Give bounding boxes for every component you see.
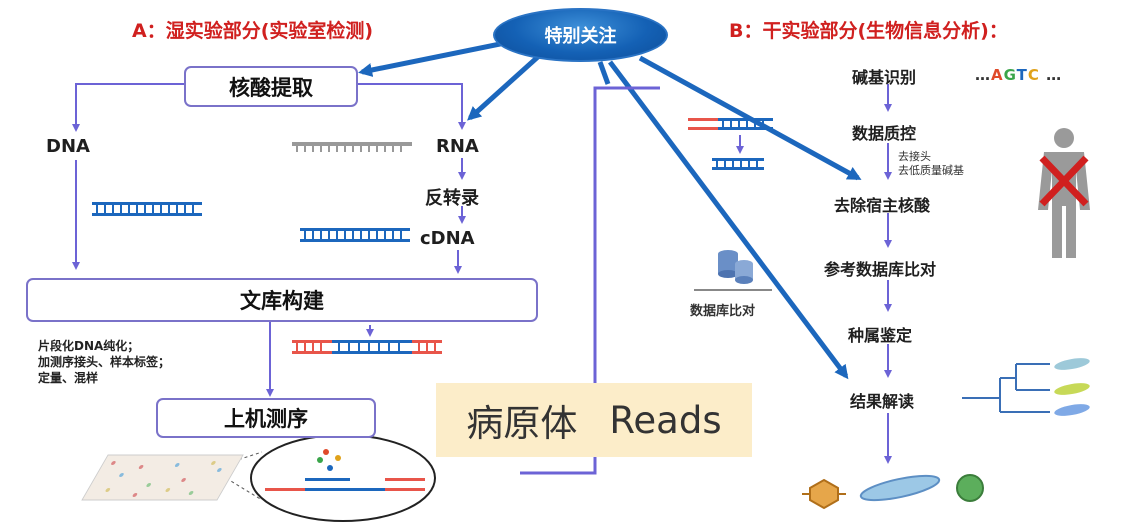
library-note: 片段化DNA纯化； xyxy=(38,339,140,353)
focus-label: 特别关注 xyxy=(544,26,617,47)
host-removed-icon xyxy=(1038,128,1090,258)
library-note: 定量、混样 xyxy=(38,371,99,385)
bacteria-icons xyxy=(802,358,1090,510)
cdna-label: cDNA xyxy=(420,228,475,249)
qc-label: 数据质控 xyxy=(852,124,917,143)
phylogenetic-tree-icon xyxy=(962,363,1050,413)
seq-base-t: T xyxy=(1016,66,1028,84)
pathogen-reads-box: 病原体 Reads xyxy=(436,383,752,457)
library-label: 文库构建 xyxy=(240,289,324,313)
flowcell-chip-icon xyxy=(81,454,244,501)
sequencing-box: 上机测序 xyxy=(156,398,376,438)
extraction-label: 核酸提取 xyxy=(229,75,313,100)
dry-lab-title: B：干实验部分(生物信息分析)： xyxy=(729,20,1008,42)
db-align-label: 参考数据库比对 xyxy=(824,260,937,279)
reverse-transcription-label: 反转录 xyxy=(425,188,479,209)
focus-ellipse: 特别关注 xyxy=(493,8,668,62)
reads-label: Reads xyxy=(609,398,722,442)
reads-pathogen-label: 病原体 xyxy=(466,402,578,445)
database-icon xyxy=(694,250,772,291)
base-calling-label: 碱基识别 xyxy=(852,68,917,87)
seq-prefix: … xyxy=(975,66,991,84)
dna-label: DNA xyxy=(46,136,90,157)
host-removal-label: 去除宿主核酸 xyxy=(834,196,931,215)
base-sequence: …AGTC … xyxy=(975,66,1062,84)
species-id-label: 种属鉴定 xyxy=(848,326,913,345)
library-box: 文库构建 xyxy=(26,278,538,322)
library-note: 加测序接头、样本标签； xyxy=(38,355,171,369)
rna-label: RNA xyxy=(436,136,479,157)
seq-base-c: C xyxy=(1027,66,1040,84)
seq-suffix: … xyxy=(1039,66,1063,84)
library-notes: 片段化DNA纯化； 加测序接头、样本标签； 定量、混样 xyxy=(38,338,170,386)
sequencing-label: 上机测序 xyxy=(224,407,308,431)
qc-note: 去低质量碱基 xyxy=(898,164,964,177)
wet-lab-title: A：湿实验部分(实验室检测) xyxy=(132,20,374,42)
sequencing-zoom-icon xyxy=(250,434,436,522)
dna-strand-icons xyxy=(92,118,773,354)
qc-notes: 去接头 去低质量碱基 xyxy=(898,150,964,178)
seq-base-a: A xyxy=(991,66,1004,84)
qc-note: 去接头 xyxy=(898,150,931,163)
seq-base-g: G xyxy=(1003,66,1017,84)
interpretation-label: 结果解读 xyxy=(850,392,915,411)
extraction-box: 核酸提取 xyxy=(184,66,358,107)
db-align-icon-label: 数据库比对 xyxy=(690,304,756,319)
